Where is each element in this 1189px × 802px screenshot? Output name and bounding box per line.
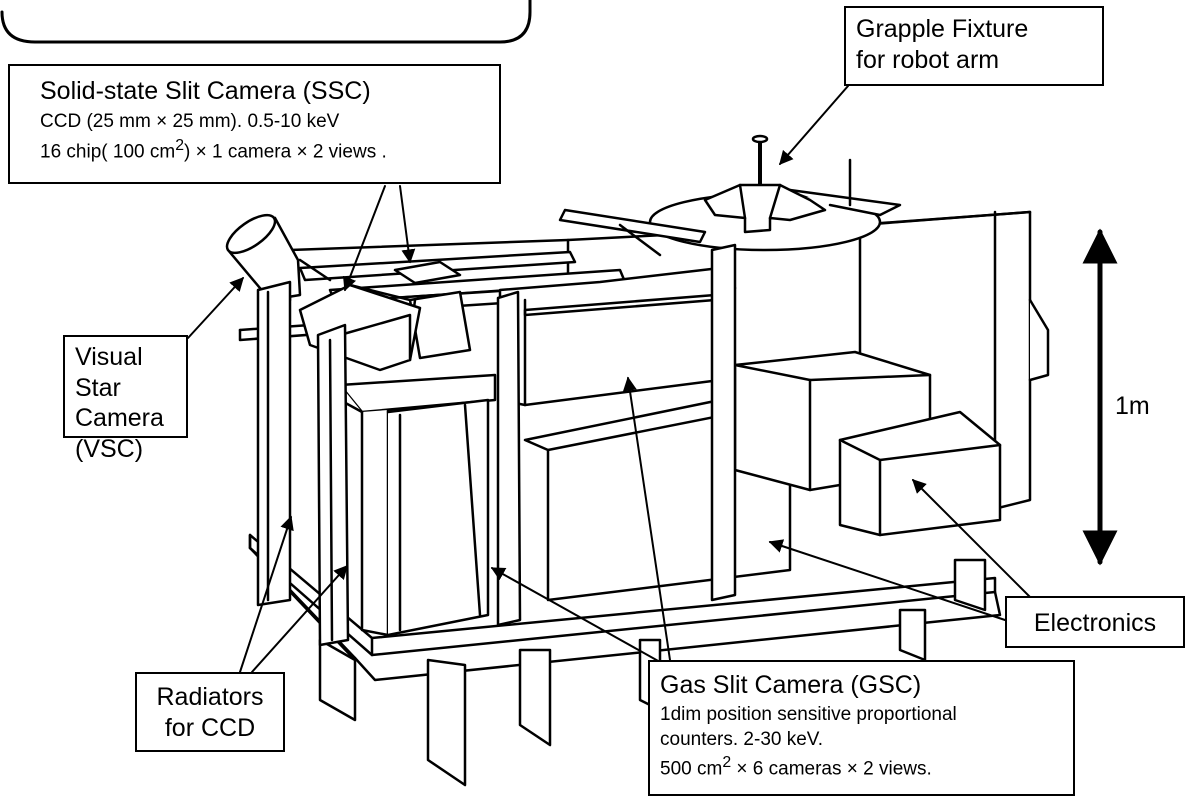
gsc-title: Gas Slit Camera (GSC) [660,671,922,699]
arrow-elec-1 [768,539,1006,621]
arrow-ssc-2 [399,185,416,264]
arrow-vsc [187,276,244,339]
electronics-boxes [733,350,1002,537]
vsc-line-3: (VSC) [75,434,144,463]
arrow-rad-1 [239,515,294,673]
grapple-line-2: for robot arm [856,45,1000,74]
gsc-line-3: 500 cm2 × 6 cameras × 2 views. [660,753,1073,781]
gsc-label-box: Gas Slit Camera (GSC) 1dim position sens… [648,660,1075,796]
ssc-line-2-post: ) × 1 camera × 2 views . [184,141,387,162]
gsc-line-3-pre: 500 cm [660,758,723,780]
gsc-upper-box [498,223,722,407]
arrow-grapple [779,85,849,166]
gsc-line-1: 1dim position sensitive proportional [660,703,957,725]
vsc-line-1: Visual Star [75,343,143,402]
electronics-label: Electronics [1033,609,1157,637]
ssc-line-2-pre: 16 chip( 100 cm [40,141,176,162]
radiators-line-2: for CCD [164,713,256,742]
scale-label: 1m [1115,392,1150,420]
support-fins [318,558,987,787]
radiators-label-box: Radiators for CCD [135,672,285,752]
leader-arrows [187,85,1031,673]
grapple-fixture [648,134,902,252]
ssc-line-2: 16 chip( 100 cm2) × 1 camera × 2 views . [40,136,499,164]
gsc-line-3-post: × 6 cameras × 2 views. [731,758,932,780]
ssc-label-box: Solid-state Slit Camera (SSC) CCD (25 mm… [8,64,501,184]
grapple-label-box: Grapple Fixture for robot arm [844,6,1104,86]
vsc-label-box: Visual Star Camera (VSC) [63,335,188,463]
arrow-elec-2 [912,479,1031,598]
divider-panel [496,243,737,627]
arrow-gsc-1 [622,376,671,661]
gsc-line-2: counters. 2-30 keV. [660,728,824,750]
ssc-line-1: CCD (25 mm × 25 mm). 0.5-10 keV [40,110,340,132]
radiators-line-1: Radiators [156,683,264,711]
ccd-tower [338,373,497,637]
vsc-line-2: Camera [75,404,164,432]
arrow-rad-2 [251,564,348,673]
electronics-label-box: Electronics [1005,596,1185,648]
arrow-gsc-2 [490,567,661,663]
gsc-line-3-sup: 2 [722,753,732,771]
grapple-line-1: Grapple Fixture [856,15,1029,43]
ssc-line-2-sup: 2 [175,136,184,154]
frame-fragment [0,0,532,44]
arrow-ssc-1 [342,185,386,292]
ssc-title: Solid-state Slit Camera (SSC) [40,77,371,105]
